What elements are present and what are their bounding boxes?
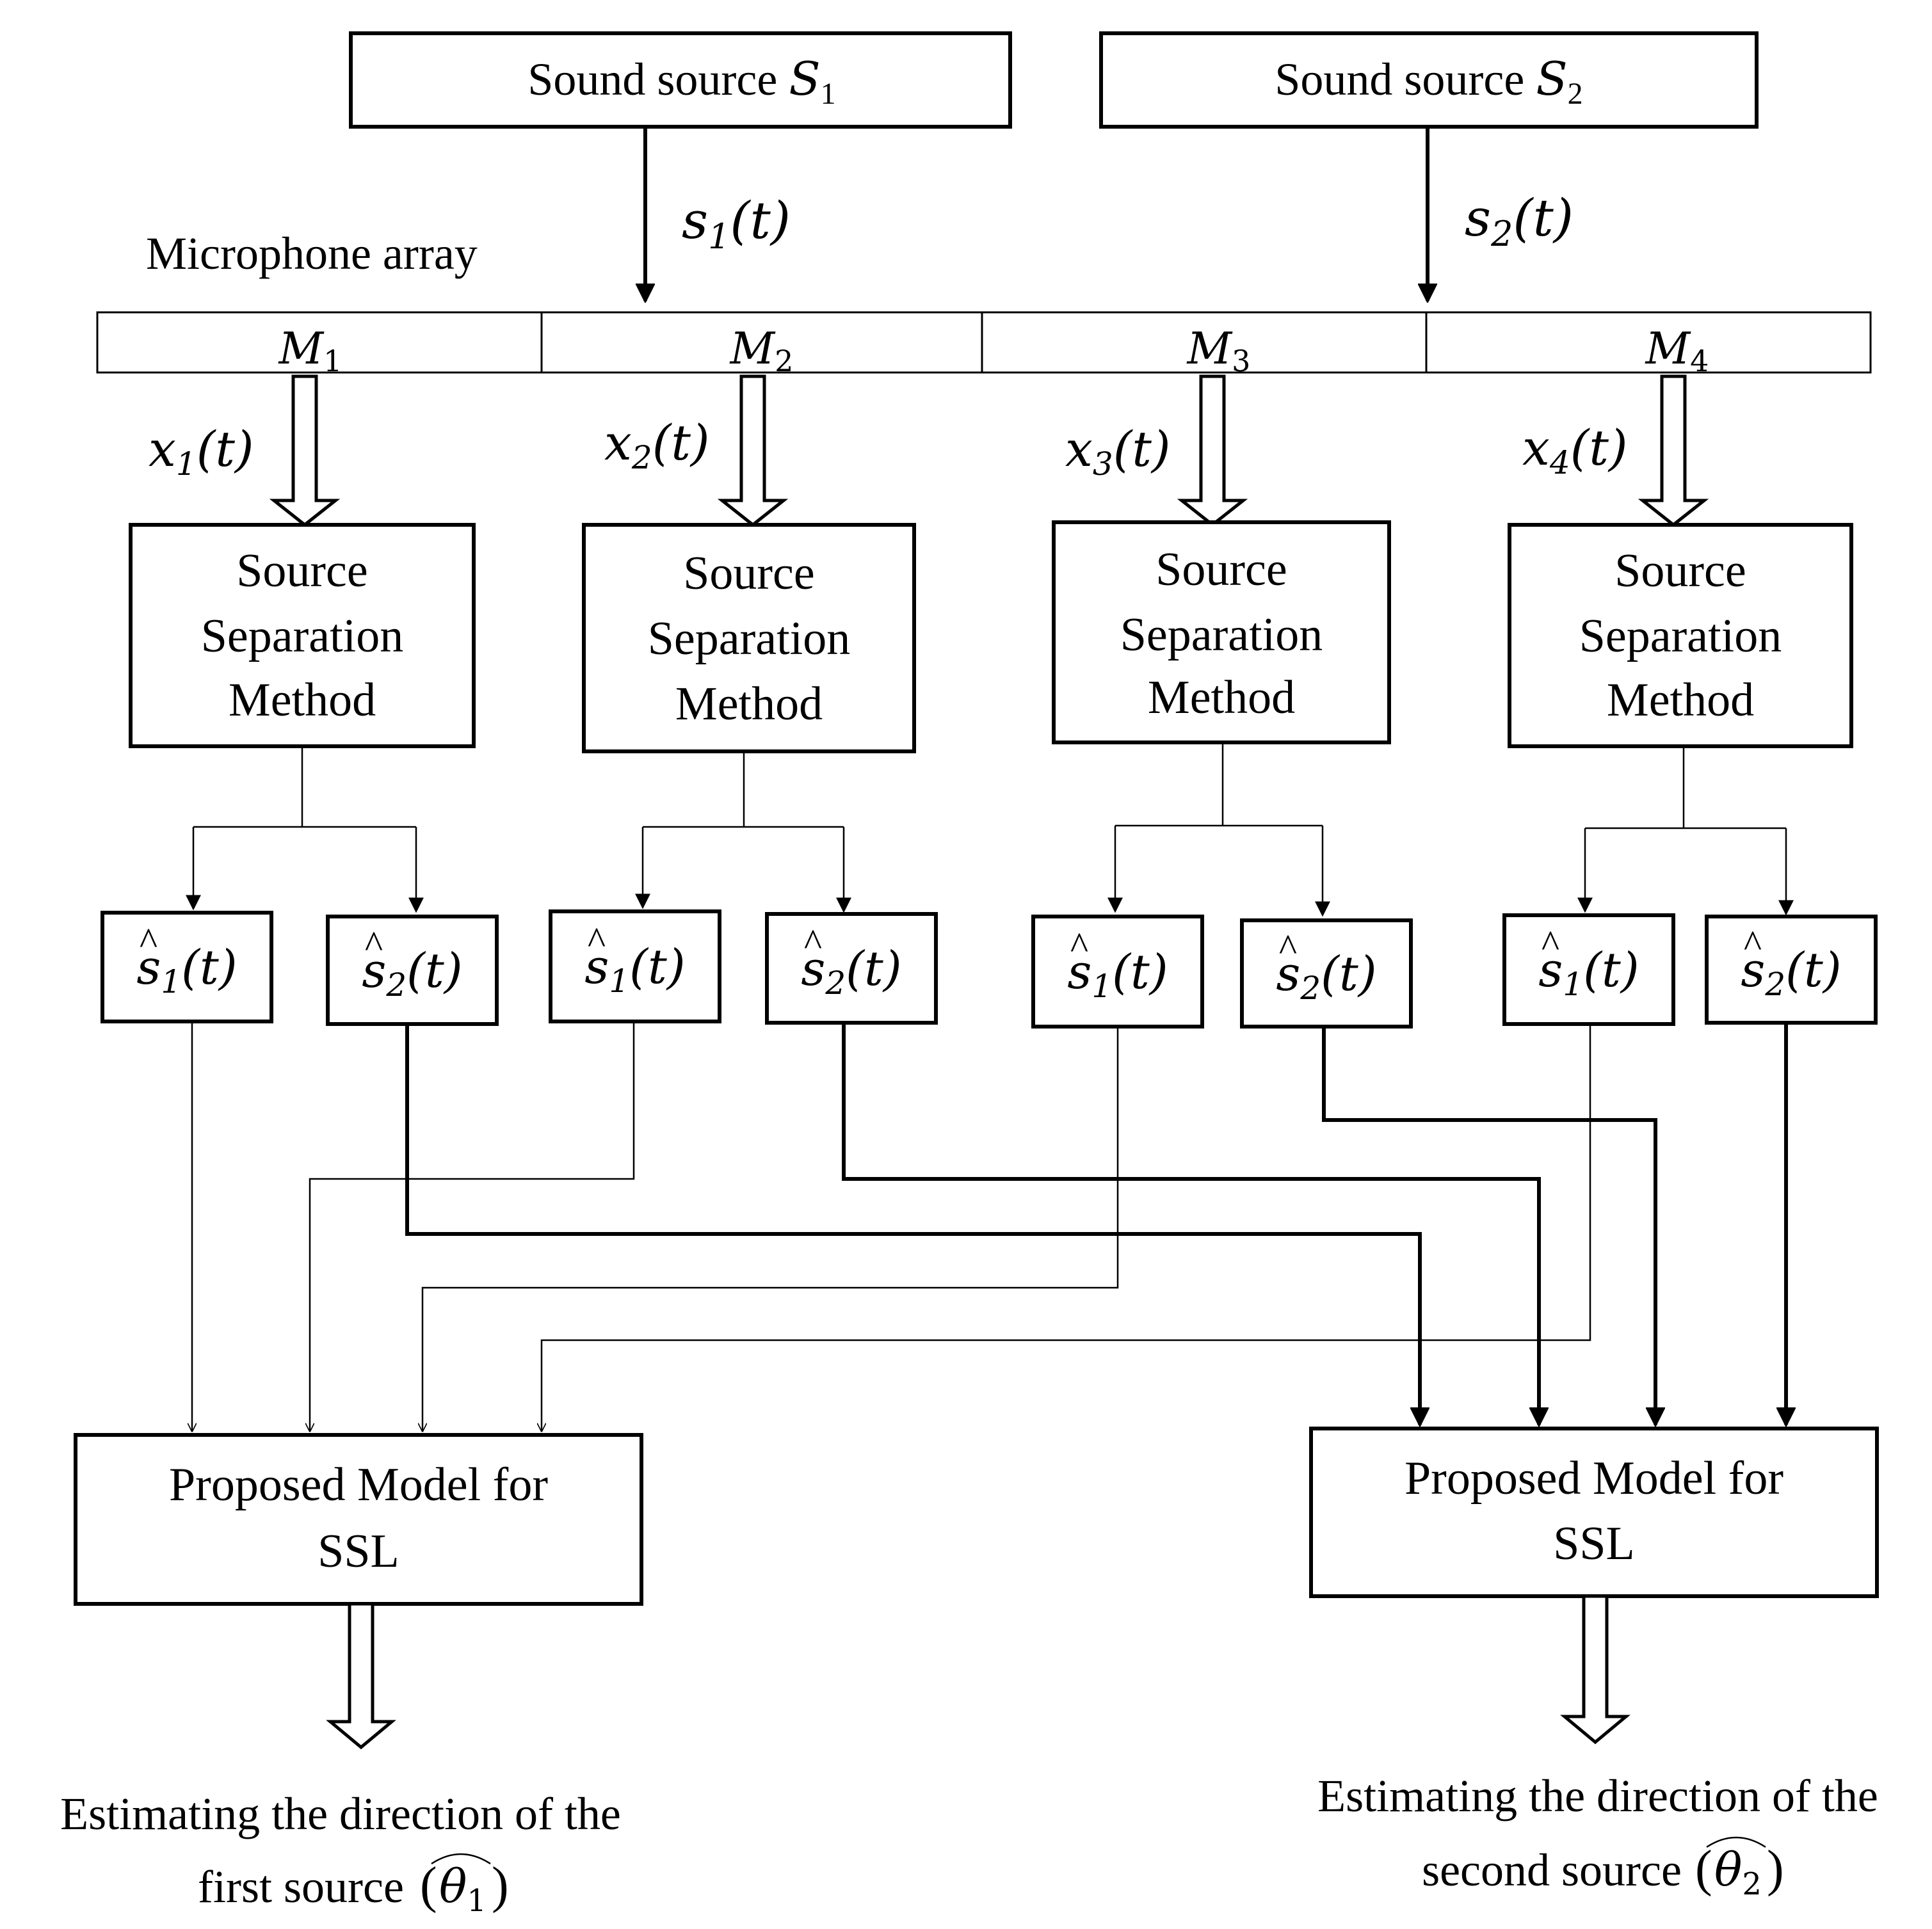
separated-output-label: s2(t) bbox=[1276, 947, 1376, 1007]
theta-2-hat bbox=[1706, 1836, 1766, 1848]
svg-text:Method: Method bbox=[675, 678, 823, 730]
hollow-arrow-x1 bbox=[269, 374, 341, 527]
hollow-arrow-x3 bbox=[1177, 374, 1248, 527]
theta-1-hat bbox=[431, 1853, 491, 1865]
hollow-arrow-x4 bbox=[1638, 374, 1709, 527]
model-block-2: Proposed Model for SSL bbox=[1309, 1427, 1879, 1598]
routes-source-1 bbox=[192, 1021, 1591, 1431]
splitter-2 bbox=[635, 751, 851, 913]
separation-block-1: Source Separation Method bbox=[129, 523, 476, 748]
signal-x1-label: x1(t) bbox=[149, 420, 254, 483]
hat-accent: ^ bbox=[1279, 927, 1297, 969]
signal-s1-label: s1(t) bbox=[682, 191, 791, 257]
svg-text:second source: second source bbox=[1422, 1845, 1682, 1896]
microphone-array: M1 M2 M3 M4 bbox=[96, 311, 1872, 378]
routes-source-2 bbox=[405, 1023, 1786, 1425]
theta-2-paren-close: ) bbox=[1767, 1841, 1784, 1897]
svg-text:SSL: SSL bbox=[318, 1525, 399, 1578]
separated-output-2-s2-hat: s2(t)^ bbox=[326, 915, 499, 1026]
svg-text:Source: Source bbox=[683, 547, 815, 600]
separated-output-5-s1-hat: s1(t)^ bbox=[1031, 915, 1204, 1029]
separation-block-4: Source Separation Method bbox=[1508, 523, 1853, 748]
svg-text:Separation: Separation bbox=[1120, 609, 1323, 661]
svg-text:SSL: SSL bbox=[1553, 1517, 1635, 1570]
svg-text:Separation: Separation bbox=[648, 612, 850, 665]
hat-accent: ^ bbox=[365, 924, 383, 966]
svg-text:Sound source S1: Sound source S1 bbox=[527, 52, 835, 111]
svg-text:Source: Source bbox=[1614, 545, 1746, 597]
result-2: Estimating the direction of the second s… bbox=[1317, 1770, 1878, 1902]
svg-text:Sound source S2: Sound source S2 bbox=[1275, 52, 1582, 111]
separated-output-label: s1(t) bbox=[136, 940, 237, 1000]
separated-output-6-s2-hat: s2(t)^ bbox=[1240, 918, 1413, 1029]
sound-source-2: Sound source S2 bbox=[1099, 31, 1759, 129]
svg-text:first source: first source bbox=[198, 1861, 404, 1912]
separated-output-label: s1(t) bbox=[1067, 945, 1168, 1005]
separated-output-label: s2(t) bbox=[362, 943, 462, 1004]
svg-text:Method: Method bbox=[1148, 671, 1295, 724]
signal-x2-label: x2(t) bbox=[604, 414, 710, 476]
mic-m1-label: M1 bbox=[278, 324, 342, 378]
signal-x4-label: x4(t) bbox=[1522, 419, 1628, 481]
hollow-arrow-x2 bbox=[717, 374, 789, 527]
hat-accent: ^ bbox=[1070, 925, 1088, 967]
svg-text:Method: Method bbox=[229, 674, 376, 726]
mic-m2-label: M2 bbox=[729, 324, 794, 378]
splitter-4 bbox=[1577, 746, 1794, 916]
mic-m3-label: M3 bbox=[1186, 324, 1251, 378]
hollow-arrow-result-2 bbox=[1560, 1594, 1630, 1745]
sound-source-1: Sound source S1 bbox=[349, 31, 1012, 129]
separated-output-1-s1-hat: s1(t)^ bbox=[101, 911, 273, 1023]
separated-output-label: s2(t) bbox=[1741, 943, 1841, 1003]
theta-2-symbol: θ2 bbox=[1714, 1843, 1762, 1902]
theta-1-paren-open: ( bbox=[420, 1857, 437, 1914]
hat-accent: ^ bbox=[1744, 923, 1762, 965]
svg-text:Source: Source bbox=[1155, 543, 1287, 596]
svg-text:Proposed Model for: Proposed Model for bbox=[169, 1459, 548, 1511]
model-block-1: Proposed Model for SSL bbox=[74, 1433, 643, 1606]
mic-m4-label: M4 bbox=[1645, 324, 1709, 378]
svg-text:Estimating the direction of th: Estimating the direction of the bbox=[60, 1788, 621, 1839]
signal-s2-label: s2(t) bbox=[1465, 188, 1574, 254]
separated-output-label: s1(t) bbox=[1538, 943, 1639, 1003]
hat-accent: ^ bbox=[804, 922, 822, 964]
svg-text:Separation: Separation bbox=[201, 610, 403, 662]
theta-2-paren-open: ( bbox=[1695, 1841, 1712, 1897]
separated-output-4-s2-hat: s2(t)^ bbox=[765, 912, 938, 1025]
splitter-3 bbox=[1107, 742, 1330, 917]
theta-1-symbol: θ1 bbox=[439, 1859, 487, 1919]
microphone-array-label: Microphone array bbox=[146, 228, 478, 279]
separated-output-label: s2(t) bbox=[801, 941, 901, 1002]
svg-text:Source: Source bbox=[236, 545, 368, 597]
separated-output-label: s1(t) bbox=[584, 940, 685, 1000]
separated-output-3-s1-hat: s1(t)^ bbox=[549, 909, 721, 1023]
svg-text:Proposed Model for: Proposed Model for bbox=[1405, 1452, 1783, 1505]
hat-accent: ^ bbox=[588, 920, 606, 962]
theta-1-paren-close: ) bbox=[492, 1857, 509, 1914]
hollow-arrow-result-1 bbox=[326, 1602, 396, 1750]
separation-block-3: Source Separation Method bbox=[1052, 520, 1391, 744]
separated-output-8-s2-hat: s2(t)^ bbox=[1705, 915, 1878, 1025]
hat-accent: ^ bbox=[1542, 923, 1559, 965]
separation-block-2: Source Separation Method bbox=[582, 523, 916, 753]
hat-accent: ^ bbox=[140, 920, 157, 963]
splitter-1 bbox=[186, 746, 424, 913]
svg-text:Method: Method bbox=[1607, 674, 1754, 726]
svg-text:Estimating the direction of th: Estimating the direction of the bbox=[1317, 1770, 1878, 1821]
result-1: Estimating the direction of the first so… bbox=[60, 1788, 621, 1919]
source-2-label: Sound source bbox=[1275, 54, 1524, 105]
svg-text:Separation: Separation bbox=[1579, 610, 1782, 662]
separated-output-7-s1-hat: s1(t)^ bbox=[1502, 913, 1675, 1026]
source-1-label: Sound source bbox=[527, 54, 777, 105]
signal-x3-label: x3(t) bbox=[1065, 420, 1171, 483]
